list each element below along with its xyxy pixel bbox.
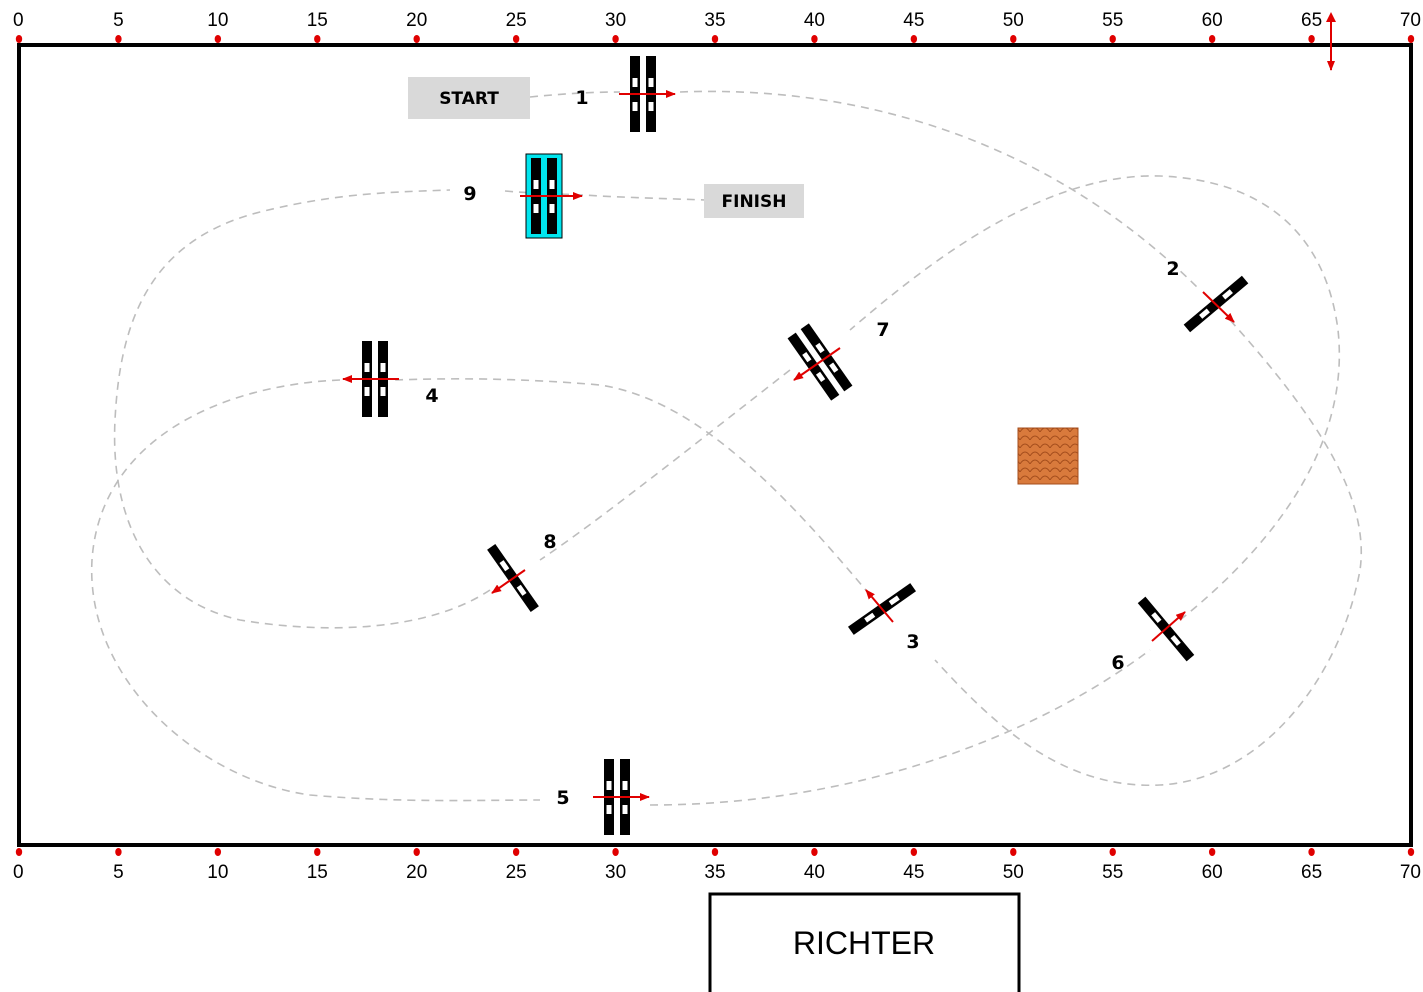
top-scale-tick-dot: [711, 35, 719, 43]
bottom-scale-tick-dot: [1010, 848, 1017, 856]
station-1-label: 1: [575, 87, 588, 109]
bottom-scale-tick-dot: [1109, 848, 1116, 856]
top-scale-tick-dot: [115, 35, 122, 43]
top-scale-tick-dot: [910, 35, 918, 43]
top-scale-tick-label: 60: [1202, 10, 1223, 31]
top-scale-tick-label: 65: [1301, 10, 1322, 31]
bottom-scale-tick-dot: [1308, 848, 1315, 856]
top-scale: 0 5 10 15 20 25 30 35 40 45 50 55 60 65 70: [13, 10, 1421, 43]
station-4-label: 4: [425, 385, 438, 407]
top-scale-tick-dot: [1010, 35, 1017, 43]
top-scale-tick-label: 0: [13, 10, 24, 31]
top-scale-tick-dot: [612, 35, 619, 43]
start-label: START: [439, 89, 499, 109]
obstacle-5: [593, 759, 650, 835]
top-scale-tick-label: 40: [804, 10, 825, 31]
bottom-scale-tick-label: 40: [804, 862, 825, 883]
bottom-scale-tick-label: 60: [1202, 862, 1223, 883]
top-scale-tick-label: 15: [307, 10, 328, 31]
bottom-scale-tick-dot: [314, 848, 321, 856]
station-6-label: 6: [1111, 652, 1124, 674]
bottom-scale-tick-label: 0: [13, 862, 24, 883]
bottom-scale: 0 5 10 15 20 25 30 35 40 45 50 55 60 65 70: [13, 848, 1421, 883]
bottom-scale-tick-label: 5: [113, 862, 124, 883]
top-scale-tick-label: 50: [1003, 10, 1024, 31]
station-7-label: 7: [876, 319, 889, 341]
obstacle-1: [619, 56, 676, 132]
bottom-scale-tick-label: 30: [605, 862, 626, 883]
station-9-label: 9: [463, 183, 476, 205]
obstacle-9: [520, 153, 583, 239]
obstacle-3-arrow: [865, 589, 894, 623]
top-scale-tick-label: 35: [704, 10, 725, 31]
top-scale-tick-dot: [413, 35, 420, 43]
bottom-scale-tick-label: 25: [506, 862, 527, 883]
bottom-scale-tick-dot: [413, 848, 420, 856]
top-scale-tick-label: 10: [207, 10, 228, 31]
top-scale-tick-label: 45: [903, 10, 924, 31]
top-scale-tick-label: 55: [1102, 10, 1123, 31]
top-scale-tick-label: 20: [406, 10, 427, 31]
bottom-scale-tick-dot: [214, 848, 222, 856]
station-2-label: 2: [1166, 258, 1179, 280]
orientation-arrow: [1326, 12, 1336, 71]
finish-label: FINISH: [722, 192, 787, 212]
bottom-scale-tick-dot: [512, 848, 520, 856]
bottom-scale-tick-dot: [115, 848, 122, 856]
station-3-label: 3: [906, 631, 919, 653]
obstacle-2-arrow: [1202, 291, 1235, 323]
top-scale-tick-label: 25: [506, 10, 527, 31]
bottom-scale-tick-label: 15: [307, 862, 328, 883]
bottom-scale-tick-dot: [910, 848, 918, 856]
top-scale-tick-dot: [1208, 35, 1216, 43]
judge-box: RICHTER: [708, 892, 1021, 992]
obstacle-4: [342, 341, 399, 417]
bottom-scale-tick-dot: [811, 848, 818, 856]
obstacle-8-arrow: [491, 569, 526, 594]
brick-obstacle: [1017, 427, 1079, 485]
bottom-scale-tick-label: 10: [207, 862, 228, 883]
start-box: START: [408, 77, 530, 119]
top-scale-tick-label: 5: [113, 10, 124, 31]
bottom-scale-tick-label: 65: [1301, 862, 1322, 883]
bottom-scale-tick-label: 20: [406, 862, 427, 883]
top-scale-tick-dot: [314, 35, 321, 43]
bottom-scale-tick-label: 55: [1102, 862, 1123, 883]
bottom-scale-tick-dot: [612, 848, 619, 856]
bottom-scale-tick-dot: [15, 848, 23, 856]
bottom-scale-tick-label: 50: [1003, 862, 1024, 883]
finish-box: FINISH: [704, 184, 804, 218]
obstacle-7-arrow: [793, 347, 841, 381]
bottom-scale-tick-label: 35: [704, 862, 725, 883]
obstacle-6-arrow: [1151, 611, 1186, 642]
top-scale-tick-dot: [15, 35, 23, 43]
bottom-scale-tick-dot: [711, 848, 719, 856]
top-scale-tick-dot: [1407, 35, 1415, 43]
top-scale-tick-dot: [1109, 35, 1116, 43]
top-scale-tick-dot: [1308, 35, 1315, 43]
bottom-scale-tick-label: 45: [903, 862, 924, 883]
station-5-label: 5: [556, 787, 569, 809]
bottom-scale-tick-dot: [1407, 848, 1415, 856]
bottom-scale-tick-dot: [1208, 848, 1216, 856]
top-scale-tick-dot: [811, 35, 818, 43]
top-scale-tick-dot: [512, 35, 520, 43]
arena-border: [17, 43, 1413, 847]
bottom-scale-tick-label: 70: [1400, 862, 1421, 883]
top-scale-tick-dot: [214, 35, 222, 43]
top-scale-tick-label: 30: [605, 10, 626, 31]
judge-label: RICHTER: [793, 925, 935, 961]
station-8-label: 8: [543, 531, 556, 553]
top-scale-tick-label: 70: [1400, 10, 1421, 31]
